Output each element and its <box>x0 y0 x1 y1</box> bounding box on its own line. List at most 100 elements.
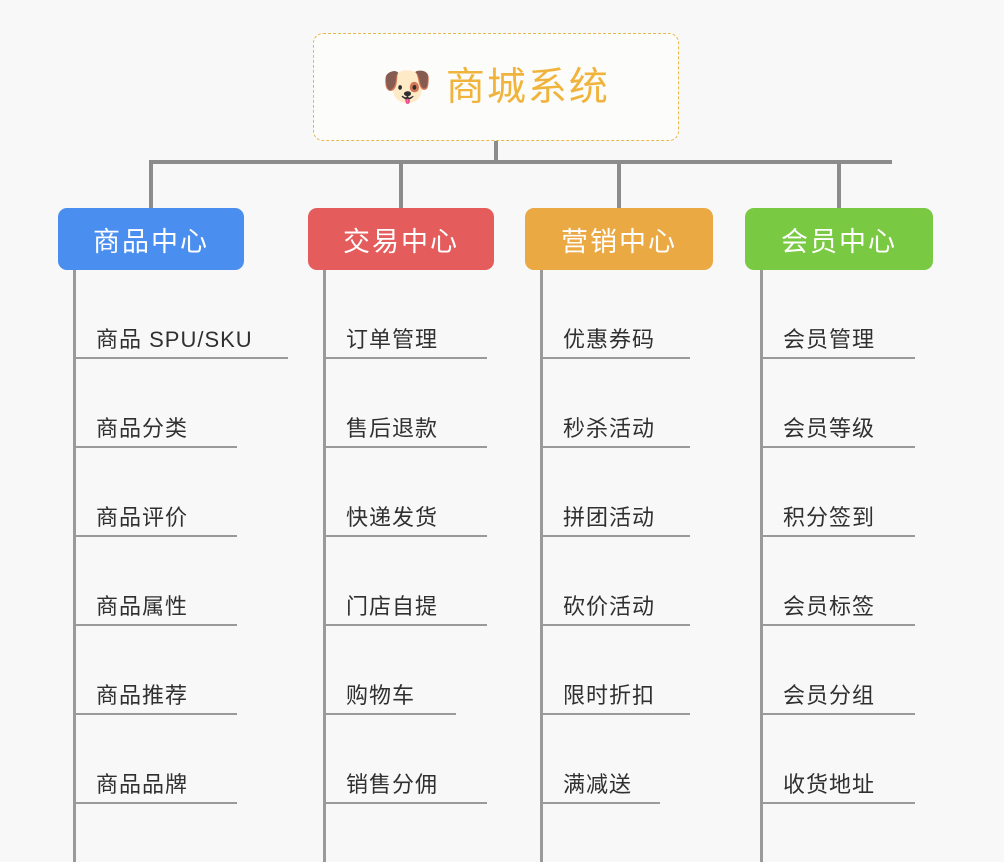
leaf-underline <box>760 535 915 537</box>
connector-drop-product-center <box>149 160 153 208</box>
leaf-underline <box>73 535 237 537</box>
leaf-list: 商品 SPU/SKU 商品分类商品评价商品属性商品推荐商品品牌 <box>58 270 288 804</box>
shiba-dog-face-icon: 🐶 <box>382 64 432 110</box>
leaf-item[interactable]: 优惠券码 <box>525 270 713 359</box>
leaf-label: 商品品牌 <box>96 771 189 797</box>
leaf-item[interactable]: 商品分类 <box>58 359 244 448</box>
root-node[interactable]: 🐶 商城系统 <box>313 33 679 141</box>
leaf-underline <box>323 624 487 626</box>
category-box-product-center[interactable]: 商品中心 <box>58 208 244 270</box>
leaf-label: 满减送 <box>563 771 633 797</box>
leaf-underline <box>323 535 487 537</box>
leaf-underline <box>760 357 915 359</box>
leaf-label: 会员分组 <box>783 682 876 708</box>
leaf-underline <box>323 713 456 715</box>
leaf-label: 售后退款 <box>346 415 439 441</box>
leaf-item[interactable]: 商品评价 <box>58 448 244 537</box>
leaf-list: 会员管理会员等级积分签到会员标签会员分组收货地址 <box>745 270 933 804</box>
leaf-label: 订单管理 <box>346 326 439 352</box>
column-rail <box>323 270 326 862</box>
leaf-list: 订单管理售后退款快递发货门店自提购物车销售分佣 <box>308 270 494 804</box>
leaf-label: 积分签到 <box>783 504 876 530</box>
leaf-underline <box>73 624 237 626</box>
leaf-underline <box>540 535 690 537</box>
leaf-underline <box>540 357 690 359</box>
leaf-item[interactable]: 购物车 <box>308 626 494 715</box>
leaf-item[interactable]: 商品 SPU/SKU <box>58 270 288 359</box>
leaf-underline <box>540 624 690 626</box>
leaf-item[interactable]: 快递发货 <box>308 448 494 537</box>
leaf-item[interactable]: 会员标签 <box>745 537 933 626</box>
leaf-underline <box>760 713 915 715</box>
leaf-item[interactable]: 商品品牌 <box>58 715 244 804</box>
leaf-underline <box>73 357 288 359</box>
leaf-label: 秒杀活动 <box>563 415 656 441</box>
leaf-label: 商品推荐 <box>96 682 189 708</box>
leaf-item[interactable]: 销售分佣 <box>308 715 494 804</box>
leaf-item[interactable]: 会员分组 <box>745 626 933 715</box>
category-label: 交易中心 <box>343 226 459 257</box>
leaf-underline <box>73 713 237 715</box>
leaf-underline <box>540 713 690 715</box>
leaf-item[interactable]: 砍价活动 <box>525 537 713 626</box>
leaf-label: 会员等级 <box>783 415 876 441</box>
root-title: 商城系统 <box>445 65 610 109</box>
leaf-item[interactable]: 拼团活动 <box>525 448 713 537</box>
connector-bus <box>150 160 892 164</box>
leaf-item[interactable]: 商品推荐 <box>58 626 244 715</box>
category-box-trade-center[interactable]: 交易中心 <box>308 208 494 270</box>
leaf-underline <box>73 802 237 804</box>
leaf-label: 会员标签 <box>783 593 876 619</box>
category-label: 营销中心 <box>561 226 677 257</box>
leaf-underline <box>540 802 660 804</box>
column-rail <box>760 270 763 862</box>
leaf-label: 商品属性 <box>96 593 189 619</box>
leaf-item[interactable]: 秒杀活动 <box>525 359 713 448</box>
column-product-center: 商品中心商品 SPU/SKU 商品分类商品评价商品属性商品推荐商品品牌 <box>58 208 288 862</box>
leaf-item[interactable]: 收货地址 <box>745 715 933 804</box>
leaf-item[interactable]: 满减送 <box>525 715 713 804</box>
leaf-item[interactable]: 售后退款 <box>308 359 494 448</box>
category-label: 会员中心 <box>781 226 897 257</box>
leaf-label: 优惠券码 <box>563 326 656 352</box>
leaf-label: 拼团活动 <box>563 504 656 530</box>
leaf-underline <box>73 446 237 448</box>
connector-drop-marketing-center <box>617 160 621 208</box>
leaf-label: 商品 SPU/SKU <box>96 326 253 352</box>
leaf-underline <box>323 446 487 448</box>
leaf-underline <box>760 802 915 804</box>
leaf-item[interactable]: 会员等级 <box>745 359 933 448</box>
leaf-label: 会员管理 <box>783 326 876 352</box>
leaf-item[interactable]: 限时折扣 <box>525 626 713 715</box>
category-label: 商品中心 <box>93 226 209 257</box>
column-marketing-center: 营销中心优惠券码秒杀活动拼团活动砍价活动限时折扣满减送 <box>525 208 713 862</box>
leaf-label: 快递发货 <box>346 504 439 530</box>
leaf-underline <box>323 357 487 359</box>
column-rail <box>73 270 76 862</box>
leaf-label: 销售分佣 <box>346 771 439 797</box>
column-trade-center: 交易中心订单管理售后退款快递发货门店自提购物车销售分佣 <box>308 208 494 862</box>
leaf-item[interactable]: 会员管理 <box>745 270 933 359</box>
category-box-marketing-center[interactable]: 营销中心 <box>525 208 713 270</box>
connector-drop-trade-center <box>399 160 403 208</box>
connector-drop-member-center <box>837 160 841 208</box>
leaf-list: 优惠券码秒杀活动拼团活动砍价活动限时折扣满减送 <box>525 270 713 804</box>
leaf-label: 收货地址 <box>783 771 876 797</box>
leaf-underline <box>760 446 915 448</box>
connector-stem <box>494 141 498 164</box>
leaf-underline <box>323 802 487 804</box>
leaf-label: 砍价活动 <box>563 593 656 619</box>
leaf-item[interactable]: 积分签到 <box>745 448 933 537</box>
category-box-member-center[interactable]: 会员中心 <box>745 208 933 270</box>
leaf-item[interactable]: 商品属性 <box>58 537 244 626</box>
leaf-item[interactable]: 订单管理 <box>308 270 494 359</box>
org-chart-canvas: 🐶 商城系统 商品中心商品 SPU/SKU 商品分类商品评价商品属性商品推荐商品品… <box>58 33 933 862</box>
leaf-item[interactable]: 门店自提 <box>308 537 494 626</box>
leaf-label: 限时折扣 <box>563 682 656 708</box>
leaf-underline <box>540 446 690 448</box>
leaf-label: 门店自提 <box>346 593 439 619</box>
column-member-center: 会员中心会员管理会员等级积分签到会员标签会员分组收货地址 <box>745 208 933 862</box>
leaf-label: 商品分类 <box>96 415 189 441</box>
column-rail <box>540 270 543 862</box>
leaf-underline <box>760 624 915 626</box>
